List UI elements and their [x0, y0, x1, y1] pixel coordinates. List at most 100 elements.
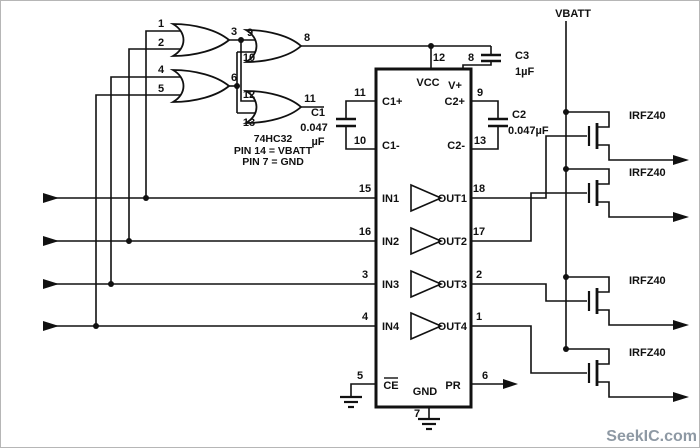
mosfet4-drain [566, 348, 610, 365]
ic-pin5-label: 5 [357, 370, 363, 382]
buffer-3 [410, 269, 444, 299]
wire-c3-to-pin8 [462, 61, 492, 69]
junction-dot [126, 238, 132, 244]
mosfet2-output-arrow [673, 212, 689, 222]
ic-c1minus-label: C1- [382, 140, 400, 152]
mosfet1-output-arrow [673, 155, 689, 165]
mosfet-3: IRFZ40 [566, 275, 689, 330]
mosfet1-source [597, 144, 673, 161]
tap-in1-to-gate [145, 30, 183, 198]
ic-pin4-label: 4 [362, 311, 369, 323]
or-gate-3 [242, 29, 303, 63]
mosfet1-drain [566, 111, 610, 128]
buffer-2 [410, 226, 444, 256]
mosfet2-source [597, 201, 673, 218]
input-arrow-2 [43, 236, 59, 246]
gate1-pin1-label: 1 [158, 18, 164, 30]
ic-pin2-label: 2 [476, 269, 482, 281]
ic-pin15-label: 15 [359, 183, 371, 195]
mosfet2-drain [566, 168, 610, 185]
ic-pin17-label: 17 [473, 226, 485, 238]
junction-dot [234, 83, 240, 89]
mosfet1-part-label: IRFZ40 [629, 110, 666, 122]
tap-in3-to-gate [110, 76, 183, 284]
mosfet-4: IRFZ40 [566, 347, 689, 402]
c3-name: C3 [515, 50, 529, 62]
junction-dot [563, 346, 569, 352]
ic-gnd-label: GND [413, 386, 438, 398]
ic-c2plus-label: C2+ [445, 96, 466, 108]
ic-row-2: 16 IN2 OUT2 17 [359, 226, 485, 256]
ic-row-1: 15 IN1 OUT1 18 [359, 183, 485, 213]
gate3-pin9-label: 9 [247, 27, 253, 39]
ic-ce-label: CE [383, 380, 398, 392]
buffer-4 [410, 311, 444, 341]
ic-c2minus-label: C2- [447, 140, 465, 152]
capacitor-c2: C2 0.047µF [488, 109, 549, 137]
junction-dot [238, 37, 244, 43]
wire-out1-to-gate [471, 135, 587, 199]
ic-pin9-label: 9 [477, 87, 483, 99]
gate1-pin3-label: 3 [231, 26, 237, 38]
gate3-pin8-label: 8 [304, 32, 310, 44]
c1-name: C1 [311, 107, 325, 119]
wire-c1-minus [345, 126, 376, 150]
wire-out4-to-gate [471, 325, 587, 374]
chip-note-part: 74HC32 [254, 133, 293, 145]
input-arrow-3 [43, 279, 59, 289]
junction-dot [93, 323, 99, 329]
buffer-1 [410, 183, 444, 213]
ic-pin13-label: 13 [474, 135, 486, 147]
mosfet3-output-arrow [673, 320, 689, 330]
mosfet4-source [597, 381, 673, 398]
ic-pin10-label: 10 [354, 135, 366, 147]
c3-value: 1µF [515, 66, 534, 78]
or-gate-2 [169, 69, 231, 103]
junction-dots [93, 37, 569, 352]
ic-vplus-label: V+ [448, 80, 462, 92]
mosfet-1: IRFZ40 [566, 110, 689, 165]
input-arrow-4 [43, 321, 59, 331]
tap-in4-to-gate [95, 94, 183, 326]
junction-dot [563, 274, 569, 280]
ic-in4-label: IN4 [382, 321, 400, 333]
c1-unit: µF [311, 136, 324, 148]
mosfet3-drain [566, 276, 610, 293]
gate4-pin12-label: 12 [243, 89, 255, 101]
wire-gate1-to-gate4 [240, 40, 257, 102]
mosfet4-part-label: IRFZ40 [629, 347, 666, 359]
mosfet3-part-label: IRFZ40 [629, 275, 666, 287]
ic-pr-label: PR [445, 380, 460, 392]
wire-ce-to-ground [350, 383, 376, 397]
ic-pin18-label: 18 [473, 183, 485, 195]
gate4-pin11-label: 11 [304, 93, 316, 105]
ground-symbol-ce [340, 395, 362, 409]
ic-pin11-label: 11 [354, 87, 366, 99]
tap-in2-to-gate [128, 48, 183, 241]
c2-name: C2 [512, 109, 526, 121]
capacitor-c1: C1 0.047 µF [300, 107, 356, 148]
ic-in1-label: IN1 [382, 193, 399, 205]
pr-output-arrow [503, 379, 518, 389]
driver-ic: 12 VCC 8 V+ C1+ 11 C1- 10 C2+ 9 C2- 13 1… [354, 52, 488, 420]
ic-pin12-label: 12 [433, 52, 445, 64]
input-arrow-1 [43, 193, 59, 203]
ic-row-4: 4 IN4 OUT4 1 [362, 311, 482, 341]
c1-value: 0.047 [300, 122, 328, 134]
ic-pin1-label: 1 [476, 311, 482, 323]
capacitor-c3: C3 1µF [481, 50, 534, 78]
wire-c2-minus [471, 126, 499, 150]
or-gate-1 [169, 23, 231, 57]
or-gate-4 [242, 90, 303, 124]
ic-in3-label: IN3 [382, 279, 399, 291]
wire-out3-to-gate [471, 283, 587, 302]
ic-pin6-label: 6 [482, 370, 488, 382]
chip-note-pin14: PIN 14 = VBATT [234, 145, 313, 157]
ic-c1plus-label: C1+ [382, 96, 403, 108]
mosfet2-part-label: IRFZ40 [629, 167, 666, 179]
ic-pin7-label: 7 [414, 408, 420, 420]
ic-out2-label: OUT2 [438, 236, 467, 248]
ic-out3-label: OUT3 [438, 279, 467, 291]
